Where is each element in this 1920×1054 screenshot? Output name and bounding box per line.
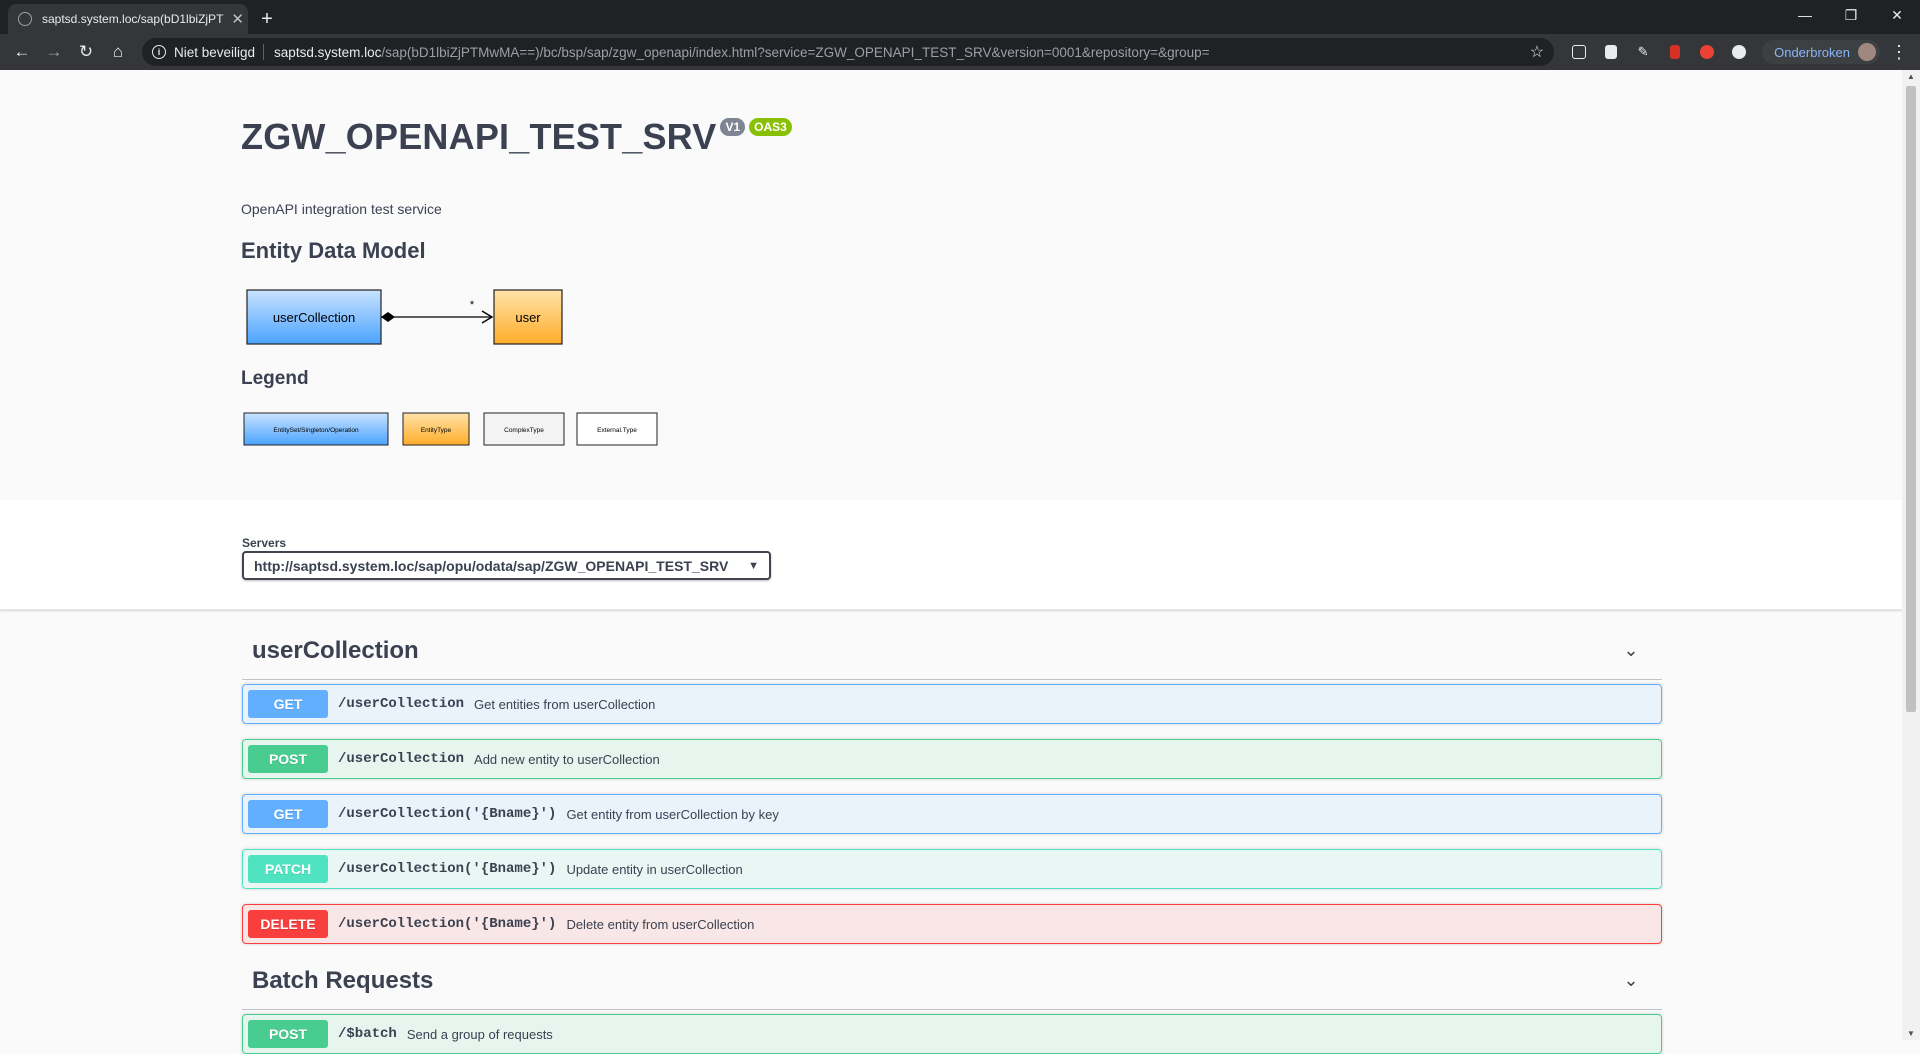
page-scrollbar[interactable]: ▲ ▼ xyxy=(1902,70,1920,1040)
operation-summary: Send a group of requests xyxy=(406,1026,553,1042)
reload-icon[interactable]: ↻ xyxy=(78,42,94,61)
method-badge: GET xyxy=(248,690,328,718)
edm-heading: Entity Data Model xyxy=(241,238,426,263)
operation-path: /userCollection('{Bname}') xyxy=(338,916,557,932)
diagram-source-label: userCollection xyxy=(273,310,355,325)
opblock-delete-usercollection[interactable]: DELETE /userCollection('{Bname}') Delete… xyxy=(242,904,1662,944)
operation-summary: Get entities from userCollection xyxy=(474,696,656,712)
window-controls: — ❐ ✕ xyxy=(1782,0,1920,30)
method-badge: POST xyxy=(248,1020,328,1048)
diagram-diamond-icon xyxy=(381,312,395,322)
operation-path: /userCollection xyxy=(338,696,465,712)
legend-externaltype xyxy=(576,412,658,446)
browser-tab-strip: saptsd.system.loc/sap(bD1lbiZjPT ✕ + — ❐… xyxy=(0,0,1920,34)
extension-icon-pen[interactable]: ✎ xyxy=(1637,44,1649,59)
chevron-down-icon[interactable]: ⌄ xyxy=(1623,640,1639,660)
tag-usercollection-header[interactable]: userCollection ⌄ xyxy=(242,622,1662,680)
operation-path: /userCollection xyxy=(338,751,465,767)
info-section: ZGW_OPENAPI_TEST_SRV V1 OAS3 OpenAPI int… xyxy=(0,70,1902,500)
operation-summary: Update entity in userCollection xyxy=(566,861,743,877)
method-badge: GET xyxy=(248,800,328,828)
page-viewport: ZGW_OPENAPI_TEST_SRV V1 OAS3 OpenAPI int… xyxy=(0,70,1902,1054)
scrollbar-thumb[interactable] xyxy=(1906,86,1916,712)
url-host: saptsd.system.loc xyxy=(274,44,382,60)
method-badge: PATCH xyxy=(248,855,328,883)
operation-path: /$batch xyxy=(338,1026,397,1042)
diagram-multiplicity: * xyxy=(470,299,475,311)
tag-name: userCollection xyxy=(252,636,419,664)
scroll-up-icon[interactable]: ▲ xyxy=(1907,72,1915,81)
extension-icon-notes[interactable] xyxy=(1598,39,1624,65)
method-badge: POST xyxy=(248,745,328,773)
extension-icon-circle[interactable] xyxy=(1726,39,1752,65)
api-description: OpenAPI integration test service xyxy=(241,201,442,217)
address-divider xyxy=(263,44,265,60)
avatar xyxy=(1858,43,1876,61)
diagram-target-label: user xyxy=(515,310,541,325)
close-window-icon[interactable]: ✕ xyxy=(1891,6,1903,23)
entity-diagram: userCollection * user xyxy=(246,289,563,345)
operation-path: /userCollection('{Bname}') xyxy=(338,806,557,822)
chevron-down-icon[interactable]: ⌄ xyxy=(1623,970,1639,990)
page-title: ZGW_OPENAPI_TEST_SRV xyxy=(241,116,717,157)
back-icon[interactable]: ← xyxy=(13,42,31,61)
api-title-row: ZGW_OPENAPI_TEST_SRV V1 OAS3 xyxy=(241,116,792,158)
url-path: /sap(bD1lbiZjPTMwMA==)/bc/bsp/sap/zgw_op… xyxy=(381,44,1210,60)
method-badge: DELETE xyxy=(248,910,328,938)
operation-summary: Get entity from userCollection by key xyxy=(566,806,779,822)
legend-label-complextype: ComplexType xyxy=(504,427,544,434)
home-icon[interactable]: ⌂ xyxy=(112,42,124,61)
legend-diagram: EntitySet/Singleton/Operation EntityType… xyxy=(243,412,658,446)
servers-select[interactable]: http://saptsd.system.loc/sap/opu/odata/s… xyxy=(242,551,771,580)
bookmark-star-icon[interactable]: ☆ xyxy=(1529,44,1545,61)
profile-button[interactable]: Onderbroken xyxy=(1762,40,1880,64)
browser-toolbar: ← → ↻ ⌂ i Niet beveiligd saptsd.system.l… xyxy=(0,34,1920,70)
legend-label-entityset: EntitySet/Singleton/Operation xyxy=(273,427,359,434)
close-tab-icon[interactable]: ✕ xyxy=(231,11,244,28)
opblock-get-usercollection[interactable]: GET /userCollection Get entities from us… xyxy=(242,684,1662,724)
opblock-get-usercollection-by-key[interactable]: GET /userCollection('{Bname}') Get entit… xyxy=(242,794,1662,834)
security-label[interactable]: Niet beveiligd xyxy=(174,44,256,60)
minimize-icon[interactable]: — xyxy=(1798,7,1812,23)
tag-batch-header[interactable]: Batch Requests ⌄ xyxy=(242,952,1662,1010)
servers-selected-value: http://saptsd.system.loc/sap/opu/odata/s… xyxy=(254,557,729,574)
legend-label-externaltype: External.Type xyxy=(597,427,637,434)
diagram-node-usercollection[interactable] xyxy=(246,289,382,345)
legend-label-entitytype: EntityType xyxy=(421,427,452,434)
info-icon[interactable]: i xyxy=(152,45,166,59)
chevron-down-icon: ▼ xyxy=(748,559,759,572)
restore-icon[interactable]: ❐ xyxy=(1844,6,1858,23)
legend-heading: Legend xyxy=(241,368,309,389)
legend-entitytype xyxy=(402,412,470,446)
legend-entityset xyxy=(243,412,389,446)
globe-icon xyxy=(18,12,32,26)
servers-label: Servers xyxy=(242,536,287,550)
operation-summary: Delete entity from userCollection xyxy=(566,916,755,932)
browser-tab[interactable]: saptsd.system.loc/sap(bD1lbiZjPT ✕ xyxy=(8,4,248,34)
extension-icon-stop[interactable] xyxy=(1694,39,1720,65)
version-badge: V1 xyxy=(720,118,746,136)
new-tab-button[interactable]: + xyxy=(261,7,273,30)
opblock-patch-usercollection[interactable]: PATCH /userCollection('{Bname}') Update … xyxy=(242,849,1662,889)
diagram-node-user[interactable] xyxy=(493,289,563,345)
address-bar[interactable]: i Niet beveiligd saptsd.system.loc /sap(… xyxy=(142,38,1555,66)
servers-section: Servers http://saptsd.system.loc/sap/opu… xyxy=(0,500,1902,610)
legend-complextype xyxy=(483,412,565,446)
more-menu-icon[interactable]: ⋮ xyxy=(1890,41,1908,62)
operation-path: /userCollection('{Bname}') xyxy=(338,861,557,877)
forward-icon[interactable]: → xyxy=(45,42,63,61)
tab-title: saptsd.system.loc/sap(bD1lbiZjPT xyxy=(42,12,224,26)
diagram-arrow-icon xyxy=(481,310,494,324)
profile-status: Onderbroken xyxy=(1774,44,1850,60)
opblock-post-usercollection[interactable]: POST /userCollection Add new entity to u… xyxy=(242,739,1662,779)
extension-icon-glasses[interactable] xyxy=(1566,39,1592,65)
oas-badge: OAS3 xyxy=(749,118,792,136)
scroll-down-icon[interactable]: ▼ xyxy=(1907,1029,1915,1038)
extension-icon-pdf[interactable] xyxy=(1662,39,1688,65)
opblock-post-batch[interactable]: POST /$batch Send a group of requests xyxy=(242,1014,1662,1054)
tag-name: Batch Requests xyxy=(252,966,434,994)
operation-summary: Add new entity to userCollection xyxy=(474,751,660,767)
